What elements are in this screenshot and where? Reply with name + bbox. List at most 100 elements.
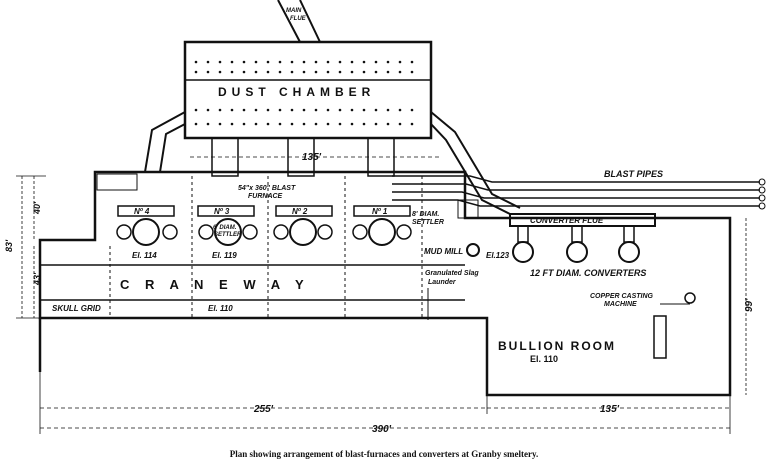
- grate-dot: [254, 108, 258, 112]
- grate-dot: [362, 60, 366, 64]
- converter-flue-label: CONVERTER FLUE: [530, 216, 604, 225]
- grate-dot: [254, 60, 258, 64]
- el110-bullion-label: El. 110: [530, 354, 558, 364]
- grate-dot: [362, 70, 366, 74]
- grate-dot: [278, 70, 282, 74]
- dust-chamber-label: DUST CHAMBER: [218, 85, 375, 99]
- craneway-label: C R A N E W A Y: [120, 277, 310, 292]
- grate-dot: [374, 122, 378, 126]
- grate-dot: [386, 60, 390, 64]
- grate-dot: [266, 108, 270, 112]
- grate-dot: [194, 60, 198, 64]
- grate-dot: [194, 108, 198, 112]
- dimension-135-top: 135': [190, 152, 440, 163]
- grate-dot: [398, 70, 402, 74]
- craneway-columns: [109, 176, 423, 318]
- dim-390-label: 390': [372, 424, 392, 435]
- bottom-dimensions: 255' 135' 390': [39, 372, 731, 435]
- grate-dot: [314, 60, 318, 64]
- grate-dot: [302, 60, 306, 64]
- grate-dot: [290, 70, 294, 74]
- grate-dot: [242, 108, 246, 112]
- furnace-note-2: FURNACE: [248, 193, 283, 200]
- building-outline: [38, 170, 732, 397]
- grate-dot: [314, 70, 318, 74]
- granulated-slag-launder: Granulated Slag Launder: [425, 270, 479, 320]
- grate-dot: [410, 60, 414, 64]
- copper-casting-machine: COPPER CASTING MACHINE: [590, 292, 696, 359]
- grate-dot: [338, 108, 342, 112]
- grate-dot: [290, 60, 294, 64]
- settler-8-label-2: SETTLER: [412, 219, 444, 226]
- grate-dot: [350, 108, 354, 112]
- dim-83-label: 83': [4, 239, 14, 252]
- furnace-no3: Nº 3 6' DIAM. SETTLER: [197, 205, 258, 246]
- grate-dot: [254, 122, 258, 126]
- grate-dot: [242, 60, 246, 64]
- settler-6-label-2: SETTLER: [214, 232, 242, 238]
- el114-label: El. 114: [132, 251, 157, 260]
- grate-dot: [218, 122, 222, 126]
- grate-dot: [326, 122, 330, 126]
- grate-dot: [410, 70, 414, 74]
- grate-dot: [230, 122, 234, 126]
- grate-dot: [338, 60, 342, 64]
- mud-mill-label: MUD MILL: [424, 247, 463, 256]
- grate-dot: [374, 70, 378, 74]
- grate-dot: [314, 122, 318, 126]
- grate-dot: [362, 108, 366, 112]
- grate-dot: [266, 70, 270, 74]
- furnace-note-1: 54"x 360" BLAST: [238, 185, 296, 192]
- grate-dot: [326, 60, 330, 64]
- grate-dot: [278, 122, 282, 126]
- grate-dot: [338, 70, 342, 74]
- settler-8-label-1: 8' DIAM.: [412, 211, 439, 218]
- grate-dot: [410, 108, 414, 112]
- grate-dot: [398, 60, 402, 64]
- grate-dot: [206, 122, 210, 126]
- grate-dot: [386, 122, 390, 126]
- grate-dot: [206, 70, 210, 74]
- furnace-no1-label: Nº 1: [372, 207, 388, 216]
- furnace-no2-label: Nº 2: [292, 207, 308, 216]
- settler-6-label-1: 6' DIAM.: [213, 225, 237, 231]
- right-dimension: 99': [744, 218, 755, 395]
- grate-dot: [290, 108, 294, 112]
- el110-craneway-label: El. 110: [208, 304, 233, 313]
- main-flue: MAIN FLUE: [277, 0, 321, 43]
- grate-dot: [218, 60, 222, 64]
- dust-chamber-flues: [144, 111, 521, 215]
- grate-dot: [350, 60, 354, 64]
- grate-dot: [278, 60, 282, 64]
- granulated-label-2: Launder: [428, 279, 457, 286]
- grate-dot: [206, 108, 210, 112]
- grate-dot: [350, 122, 354, 126]
- dim-135-bottom-label: 135': [600, 404, 620, 415]
- furnace-no3-label: Nº 3: [214, 207, 230, 216]
- dim-255-label: 255': [253, 404, 274, 415]
- converters-label: 12 FT DIAM. CONVERTERS: [530, 268, 646, 278]
- grate-dot: [326, 108, 330, 112]
- dim-99-label: 99': [744, 298, 755, 312]
- el123-label: El.123: [486, 251, 510, 260]
- copper-casting-label-1: COPPER CASTING: [590, 293, 654, 300]
- grate-dot: [278, 108, 282, 112]
- grate-dot: [386, 108, 390, 112]
- grate-dot: [374, 108, 378, 112]
- grate-dot: [374, 60, 378, 64]
- grate-dot: [302, 70, 306, 74]
- grate-dot: [194, 122, 198, 126]
- caption: Plan showing arrangement of blast-furnac…: [230, 449, 538, 459]
- grate-dot: [338, 122, 342, 126]
- grate-dot: [410, 122, 414, 126]
- el119-label: El. 119: [212, 251, 237, 260]
- dim-43-label: 43': [32, 272, 42, 286]
- grate-dot: [218, 70, 222, 74]
- grate-dot: [350, 70, 354, 74]
- dim-40-label: 40': [32, 201, 42, 215]
- grate-dot: [230, 70, 234, 74]
- skull-grid-label: SKULL GRID: [52, 304, 101, 313]
- grate-dot: [206, 60, 210, 64]
- grate-dot: [302, 122, 306, 126]
